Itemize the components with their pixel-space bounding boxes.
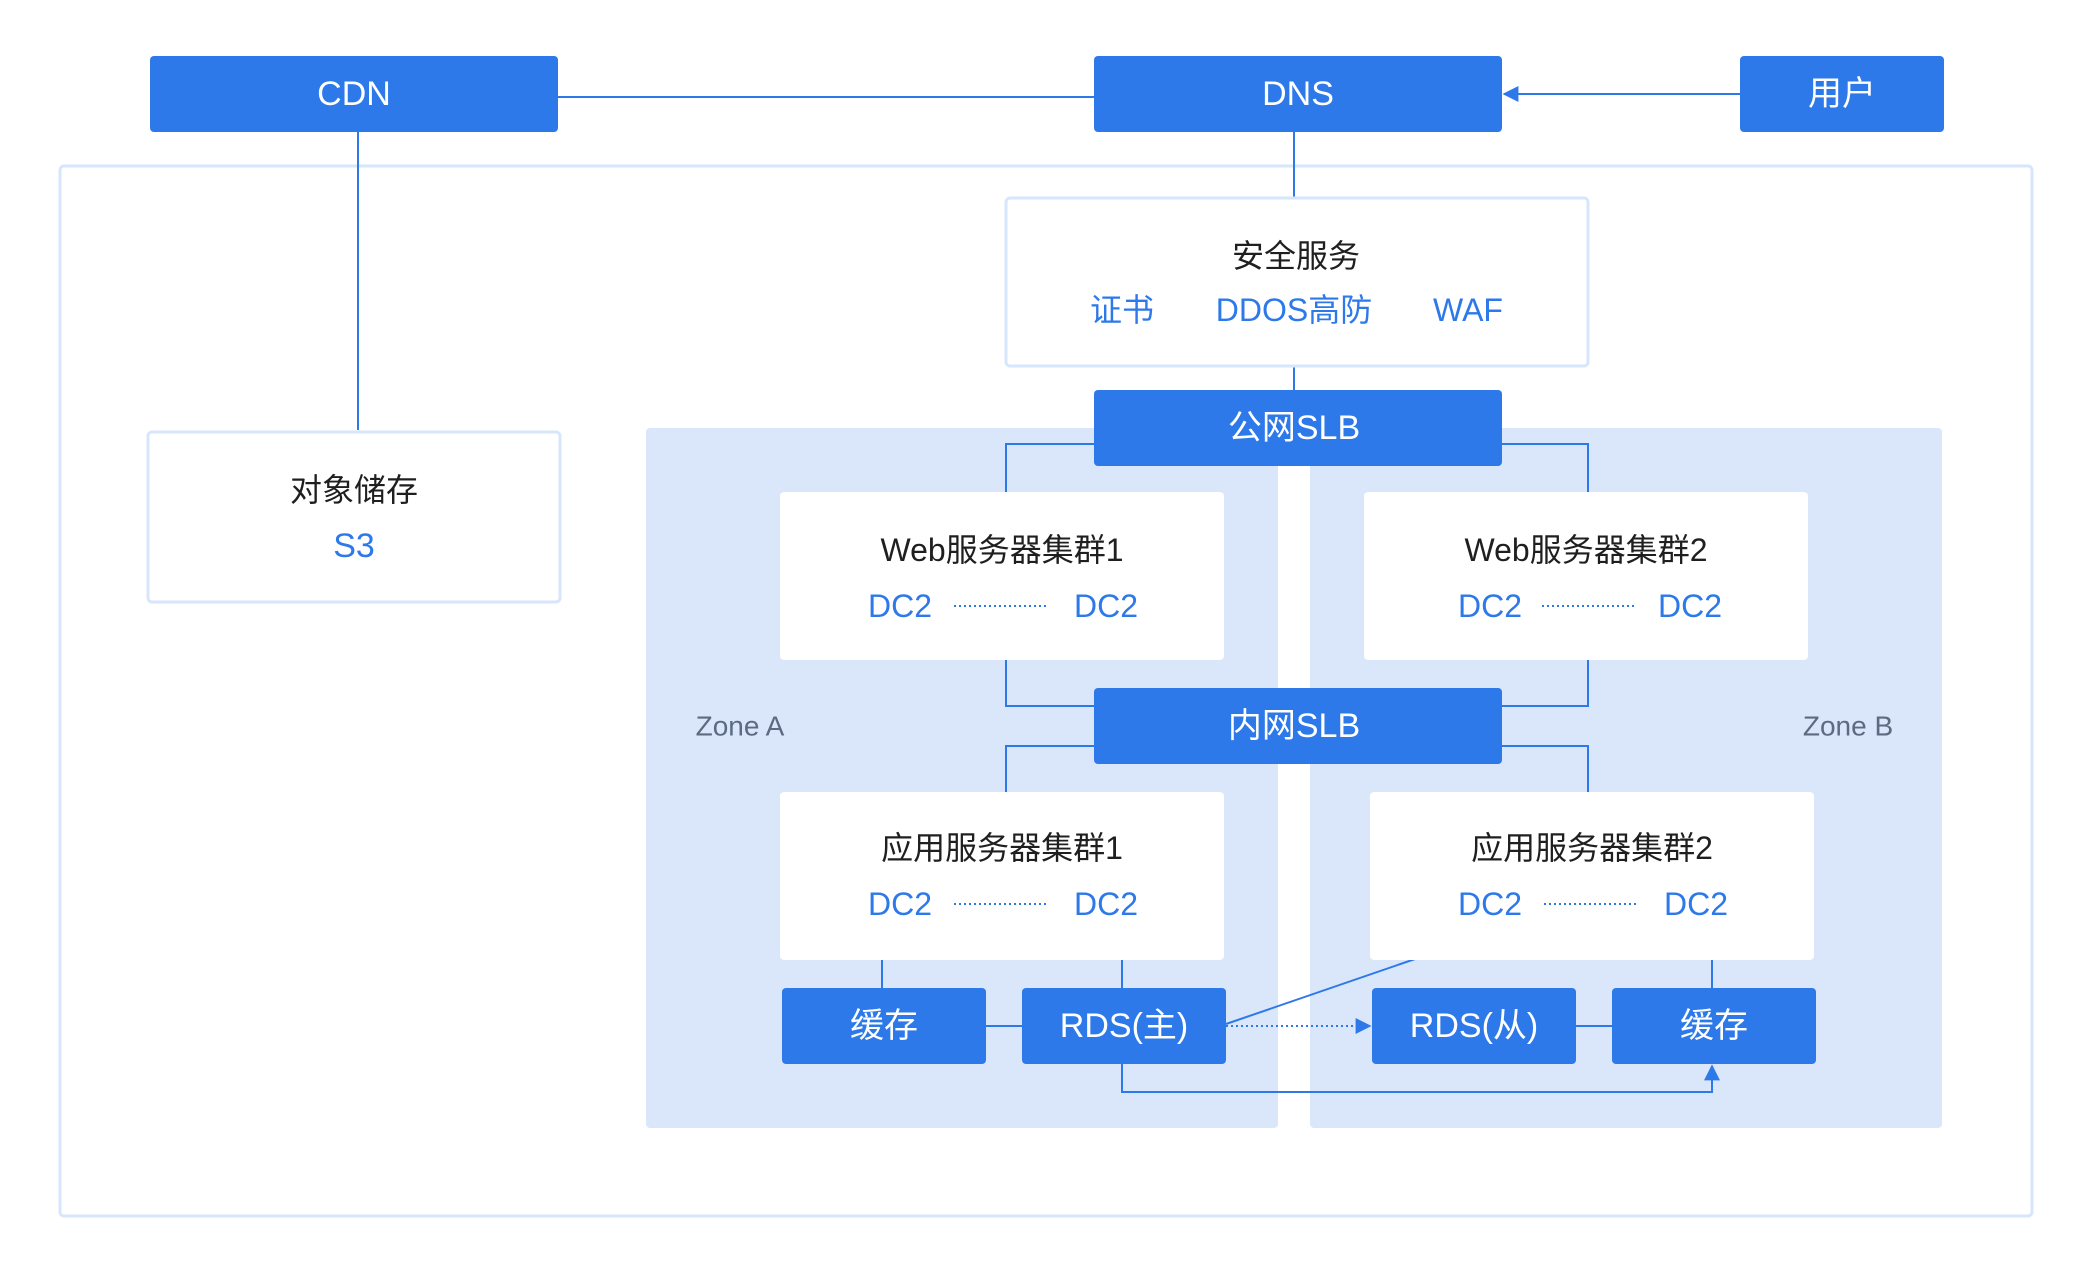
public-slb-web1-link (1005, 443, 1094, 492)
internal-slb-node[interactable]: 内网SLB (1094, 688, 1502, 764)
rds-cache-sync-arrow (1121, 1064, 1720, 1093)
web1-internal-slb-link (1005, 658, 1094, 707)
object-storage-title: 对象储存 (290, 472, 418, 508)
public-slb-label: 公网SLB (1228, 409, 1360, 447)
public-slb-node[interactable]: 公网SLB (1094, 390, 1502, 466)
app-cluster-2-dc-right: DC2 (1664, 886, 1728, 922)
security-item-ddos: DDOS高防 (1216, 292, 1372, 328)
user-node[interactable]: 用户 (1740, 56, 1944, 132)
cache-a-node[interactable]: 缓存 (782, 988, 986, 1064)
security-service-panel[interactable]: 安全服务 证书 DDOS高防 WAF (1004, 196, 1590, 368)
web-cluster-1-dc-right: DC2 (1074, 588, 1138, 624)
zone-b-label: Zone B (1803, 711, 1893, 742)
cache-a-label: 缓存 (850, 1007, 918, 1045)
cache-b-label: 缓存 (1680, 1007, 1748, 1045)
internal-slb-app1-link (1005, 745, 1094, 792)
web-cluster-1-title: Web服务器集群1 (880, 532, 1123, 568)
app-cluster-2-dc-left: DC2 (1458, 886, 1522, 922)
security-title: 安全服务 (1232, 238, 1360, 274)
web-cluster-2-dc-right: DC2 (1658, 588, 1722, 624)
web-cluster-2-title: Web服务器集群2 (1464, 532, 1707, 568)
internal-slb-app2-link (1502, 745, 1589, 792)
app-cluster-1-title: 应用服务器集群1 (881, 830, 1123, 866)
web2-internal-slb-link (1502, 658, 1589, 707)
public-slb-web2-link (1502, 443, 1589, 492)
app-cluster-2[interactable]: 应用服务器集群2 DC2 DC2 (1370, 792, 1814, 960)
security-item-waf: WAF (1433, 292, 1503, 328)
rds-master-label: RDS(主) (1060, 1007, 1188, 1045)
zone-a-label: Zone A (696, 711, 785, 742)
web-cluster-1[interactable]: Web服务器集群1 DC2 DC2 (780, 492, 1224, 660)
app-cluster-2-title: 应用服务器集群2 (1471, 830, 1713, 866)
rds-slave-node[interactable]: RDS(从) (1372, 988, 1576, 1064)
cloud-boundary (58, 164, 2034, 1218)
object-storage-s3: S3 (333, 527, 375, 565)
security-item-certificate: 证书 (1090, 292, 1154, 328)
dns-node[interactable]: DNS (1094, 56, 1502, 132)
app-cluster-1[interactable]: 应用服务器集群1 DC2 DC2 (780, 792, 1224, 960)
dns-label: DNS (1262, 75, 1334, 113)
web-cluster-1-dc-left: DC2 (868, 588, 932, 624)
cdn-node[interactable]: CDN (150, 56, 558, 132)
web-cluster-2[interactable]: Web服务器集群2 DC2 DC2 (1364, 492, 1808, 660)
user-label: 用户 (1808, 75, 1876, 113)
app-cluster-1-dc-left: DC2 (868, 886, 932, 922)
cache-b-node[interactable]: 缓存 (1612, 988, 1816, 1064)
rds-master-node[interactable]: RDS(主) (1022, 988, 1226, 1064)
object-storage-panel[interactable]: 对象储存 S3 (146, 430, 562, 604)
app-cluster-1-dc-right: DC2 (1074, 886, 1138, 922)
cdn-label: CDN (317, 75, 391, 113)
internal-slb-label: 内网SLB (1228, 707, 1360, 745)
web-cluster-2-dc-left: DC2 (1458, 588, 1522, 624)
rds-slave-label: RDS(从) (1410, 1007, 1538, 1045)
rds-master-app2-link (1225, 957, 1419, 1025)
